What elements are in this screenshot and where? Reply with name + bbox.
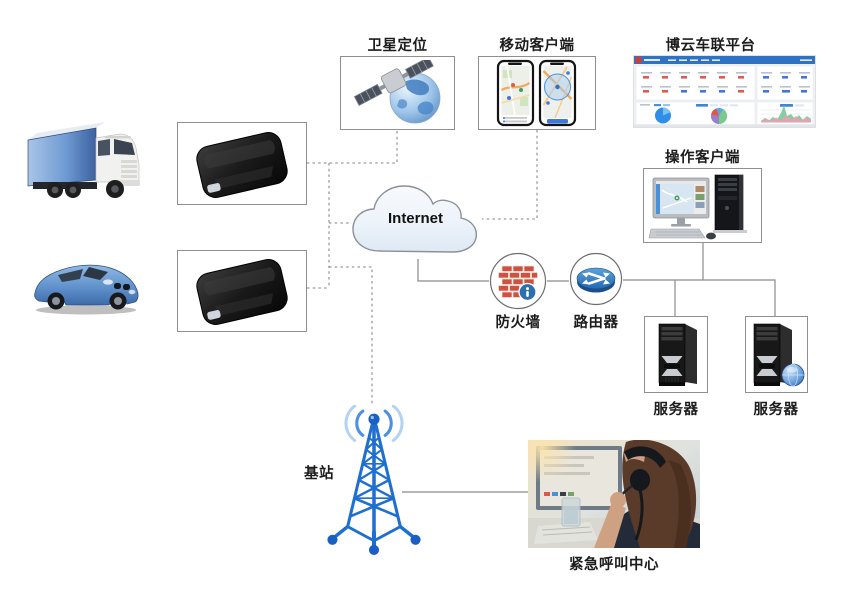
web-dashboard-icon — [633, 55, 816, 128]
operator-client-label: 操作客户端 — [665, 150, 740, 166]
emergency-center-label: 紧急呼叫中心 — [569, 557, 659, 573]
server-tower-globe-icon — [753, 323, 804, 386]
platform-label: 博云车联平台 — [665, 38, 756, 54]
desktop-computer-icon — [648, 174, 747, 239]
server-box-right — [745, 316, 808, 393]
gps-tracker-icon — [196, 131, 288, 198]
server-right-label: 服务器 — [753, 402, 799, 418]
car-icon — [28, 252, 146, 318]
base-station-label: 基站 — [304, 466, 334, 482]
truck-icon — [25, 116, 151, 210]
server-left-label: 服务器 — [653, 402, 699, 418]
internet-label: Internet — [387, 209, 443, 227]
mobile-client-label: 移动客户端 — [499, 38, 575, 54]
firewall-label: 防火墙 — [495, 315, 541, 331]
router-icon — [569, 252, 623, 306]
call-center-photo — [528, 440, 700, 548]
smartphone-maps-icon — [496, 59, 577, 127]
gps-tracker-box-truck — [177, 122, 307, 205]
satellite-box — [340, 56, 455, 130]
server-tower-icon — [658, 323, 697, 386]
gps-tracker-icon — [196, 259, 288, 325]
satellite-label: 卫星定位 — [367, 38, 428, 54]
operator-client-box — [643, 168, 762, 243]
internet-cloud-icon: Internet — [347, 177, 484, 263]
mobile-client-box — [478, 56, 596, 130]
signal-tower-icon — [318, 405, 430, 557]
gps-tracker-box-car — [177, 250, 307, 332]
satellite-globe-icon — [353, 60, 441, 124]
server-box-left — [644, 316, 708, 393]
firewall-icon — [489, 252, 547, 310]
router-label: 路由器 — [573, 315, 619, 331]
